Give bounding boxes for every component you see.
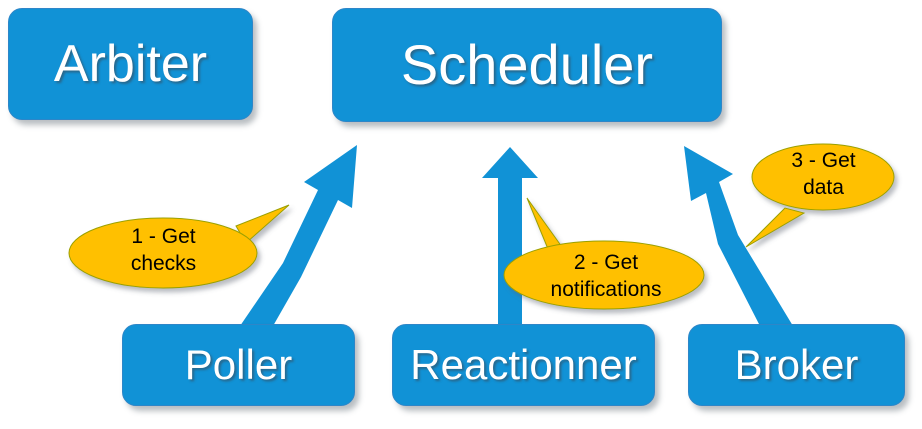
node-reactionner-label: Reactionner	[410, 341, 637, 388]
callout-2-shape	[503, 197, 705, 310]
node-reactionner[interactable]: Reactionner	[392, 324, 655, 406]
callout-1-shape	[68, 204, 290, 289]
node-arbiter-label: Arbiter	[53, 35, 208, 93]
node-poller[interactable]: Poller	[122, 324, 355, 406]
node-scheduler[interactable]: Scheduler	[332, 8, 722, 122]
arrow-reactionner-to-scheduler	[482, 147, 538, 326]
node-scheduler-label: Scheduler	[400, 33, 654, 96]
arrow-poller-to-scheduler	[240, 145, 357, 326]
node-broker[interactable]: Broker	[688, 324, 905, 406]
callout-3-shape	[745, 143, 895, 248]
node-broker-label: Broker	[734, 341, 859, 388]
arrow-broker-to-scheduler	[684, 146, 793, 326]
node-arbiter[interactable]: Arbiter	[8, 8, 253, 120]
node-poller-label: Poller	[184, 341, 293, 388]
